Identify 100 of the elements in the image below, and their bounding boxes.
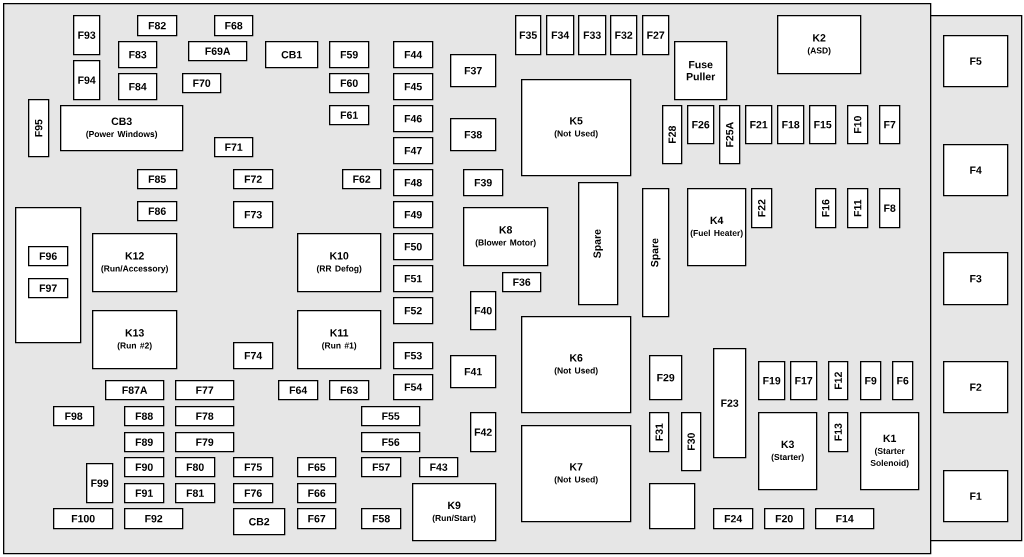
fuse: F51 bbox=[393, 265, 434, 293]
fuse: F95 bbox=[28, 99, 50, 158]
fuse: F2 bbox=[943, 361, 1009, 414]
fuse: F82 bbox=[137, 15, 178, 37]
fuse: F26 bbox=[687, 105, 715, 145]
fuse: F81 bbox=[175, 483, 216, 504]
fuse: F23 bbox=[713, 348, 747, 459]
fuse: F15 bbox=[809, 105, 837, 145]
fuse: F78 bbox=[175, 406, 235, 427]
fuse: F77 bbox=[175, 380, 235, 401]
fuse: F69A bbox=[188, 41, 248, 62]
fuse: F93 bbox=[73, 15, 101, 56]
relay: K5 (Not Used) bbox=[521, 79, 632, 177]
fuse: F17 bbox=[790, 361, 818, 401]
fuse: F89 bbox=[124, 432, 165, 453]
spare-slot: Spare bbox=[642, 188, 670, 318]
fuse: F9 bbox=[860, 361, 882, 401]
fuse: F80 bbox=[175, 457, 216, 478]
fuse: F54 bbox=[393, 374, 434, 401]
fuse: F12 bbox=[828, 361, 849, 401]
fuse: F96 bbox=[28, 246, 69, 267]
fuse: F6 bbox=[892, 361, 914, 401]
fuse: F48 bbox=[393, 169, 434, 197]
fuse: F55 bbox=[361, 406, 421, 427]
relay: K8 (Blower Motor) bbox=[463, 207, 549, 267]
relay: K6 (Not Used) bbox=[521, 316, 632, 414]
fuse: F21 bbox=[745, 105, 773, 145]
relay: K13 (Run #2) bbox=[92, 310, 178, 370]
fuse: F30 bbox=[681, 412, 702, 472]
fuse: F18 bbox=[777, 105, 805, 145]
fuse: F50 bbox=[393, 233, 434, 261]
fuse: F83 bbox=[118, 41, 158, 69]
fuse: F71 bbox=[214, 137, 254, 158]
fuse: F52 bbox=[393, 297, 434, 325]
fuse: F74 bbox=[233, 342, 274, 370]
relay: K4 (Fuel Heater) bbox=[687, 188, 747, 267]
fuse: F75 bbox=[233, 457, 274, 478]
fuse: F14 bbox=[815, 508, 875, 530]
relay: K11 (Run #1) bbox=[297, 310, 382, 370]
fuse: F35 bbox=[515, 15, 542, 56]
fuse: F40 bbox=[470, 291, 497, 331]
fuse: F49 bbox=[393, 201, 434, 229]
fuse: F41 bbox=[450, 355, 497, 389]
fuse: F33 bbox=[578, 15, 607, 56]
fuse: F91 bbox=[124, 483, 165, 504]
empty-slot bbox=[649, 483, 696, 530]
fuse: F53 bbox=[393, 342, 434, 370]
fuse: F20 bbox=[764, 508, 805, 530]
relay: K1 (Starter Solenoid) bbox=[860, 412, 920, 491]
fuse: F10 bbox=[847, 105, 869, 145]
circuit-breaker: CB3 (Power Windows) bbox=[60, 105, 184, 152]
fuse: F25A bbox=[719, 105, 741, 165]
fuse: F62 bbox=[342, 169, 382, 190]
fuse: F68 bbox=[214, 15, 254, 37]
fuse: F87A bbox=[105, 380, 165, 401]
fuse: F24 bbox=[713, 508, 754, 530]
fuse: F16 bbox=[815, 188, 837, 229]
fuse: F4 bbox=[943, 144, 1009, 197]
fuse: F3 bbox=[943, 252, 1009, 306]
relay: K3 (Starter) bbox=[758, 412, 818, 491]
fuse: F19 bbox=[758, 361, 786, 401]
fuse: F42 bbox=[470, 412, 497, 453]
fuse: F92 bbox=[124, 508, 184, 530]
fuse: F28 bbox=[662, 105, 683, 165]
fuse: F29 bbox=[649, 355, 683, 401]
fuse: F85 bbox=[137, 169, 178, 190]
fuse: F36 bbox=[502, 272, 542, 293]
fuse: F94 bbox=[73, 60, 101, 101]
fuse: F99 bbox=[86, 463, 114, 504]
fuse: F44 bbox=[393, 41, 434, 69]
fuse: F59 bbox=[329, 41, 370, 69]
fuse: F7 bbox=[879, 105, 901, 145]
fuse: F60 bbox=[329, 73, 370, 94]
fuse: F11 bbox=[847, 188, 869, 229]
fuse: F8 bbox=[879, 188, 901, 229]
relay: K7 (Not Used) bbox=[521, 425, 632, 523]
fuse: F5 bbox=[943, 35, 1009, 88]
relay: K9 (Run/Start) bbox=[412, 483, 497, 542]
circuit-breaker: CB1 bbox=[265, 41, 319, 69]
fuse: F1 bbox=[943, 470, 1009, 523]
fuse: F76 bbox=[233, 483, 274, 504]
fuse: F72 bbox=[233, 169, 274, 190]
fuse: F88 bbox=[124, 406, 165, 427]
fuse: F27 bbox=[642, 15, 670, 56]
fuse: F37 bbox=[450, 54, 497, 88]
fuse: F63 bbox=[329, 380, 370, 401]
fuse: F38 bbox=[450, 118, 497, 152]
fuse: F32 bbox=[610, 15, 638, 56]
circuit-breaker: CB2 bbox=[233, 508, 286, 536]
relay: K10 (RR Defog) bbox=[297, 233, 382, 293]
fuse: F45 bbox=[393, 73, 434, 101]
fuse: F70 bbox=[182, 73, 222, 94]
fuse: F84 bbox=[118, 73, 158, 101]
fuse: F65 bbox=[297, 457, 337, 478]
fuse: F47 bbox=[393, 137, 434, 165]
fuse: F13 bbox=[828, 412, 849, 453]
spare-slot: Spare bbox=[578, 182, 619, 306]
fuse: F97 bbox=[28, 278, 69, 299]
fuse: F58 bbox=[361, 508, 402, 530]
relay: K2 (ASD) bbox=[777, 15, 862, 75]
